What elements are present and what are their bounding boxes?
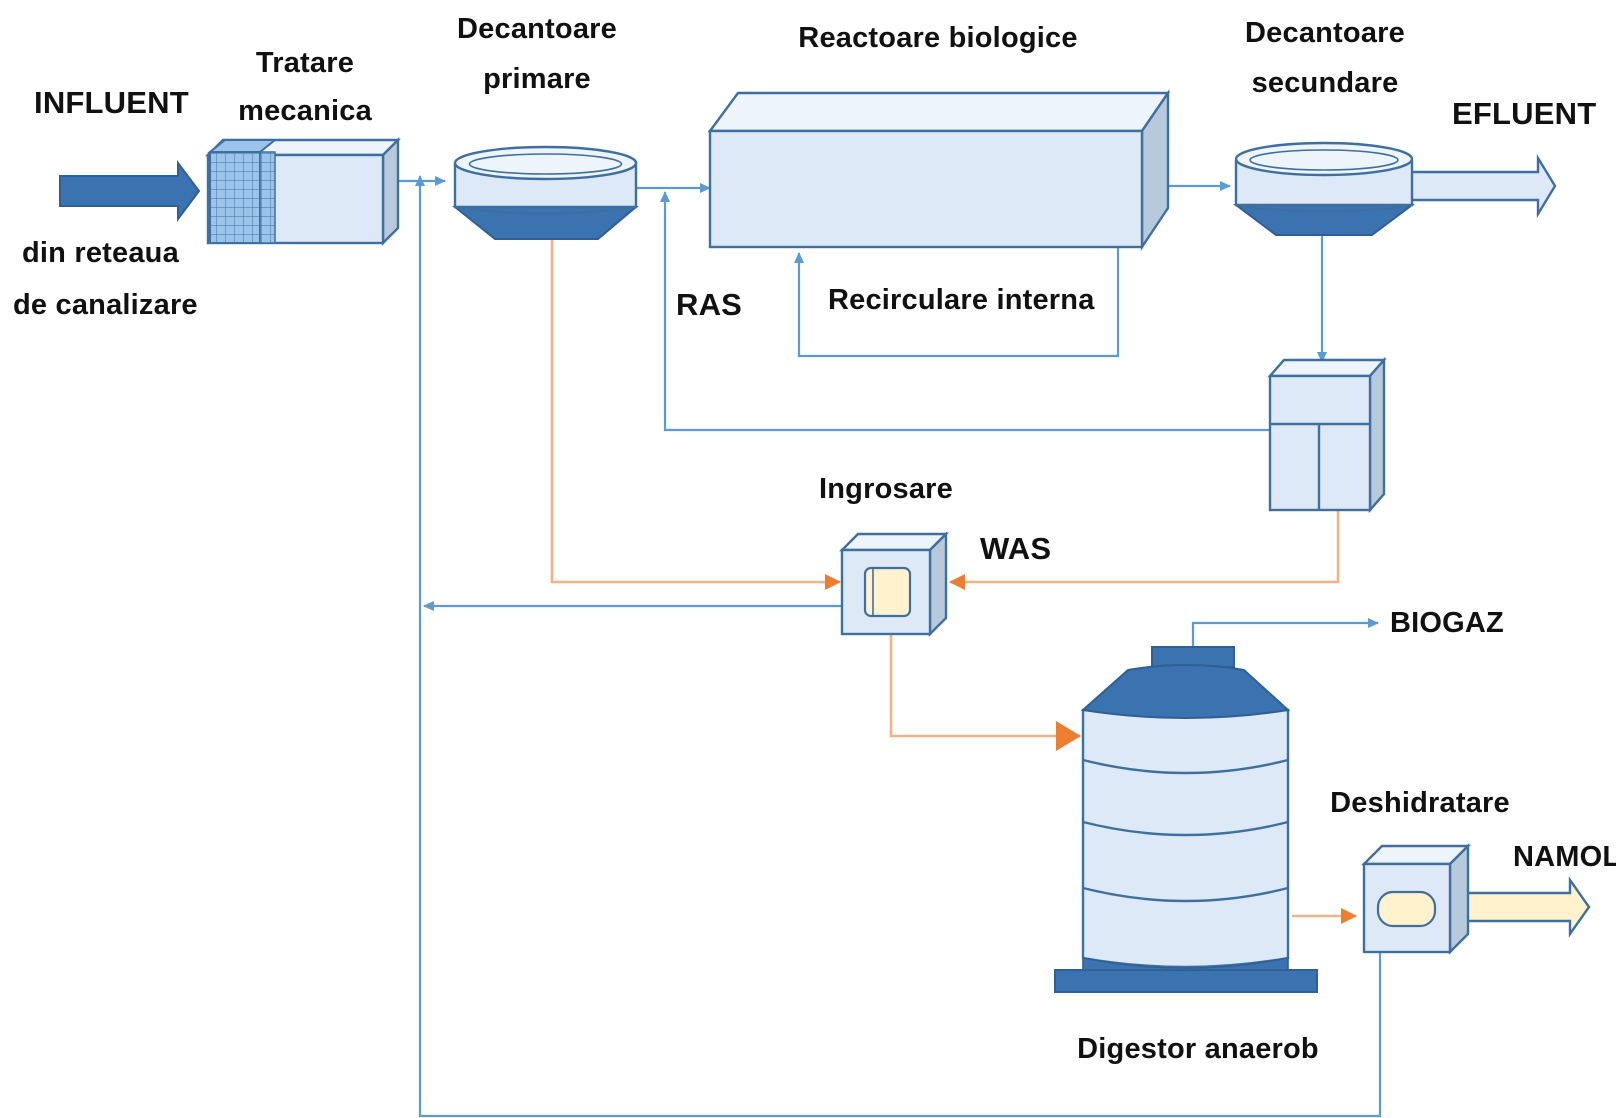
mechanical-treatment-unit [205, 137, 401, 246]
thickening-label: Ingrosare [819, 473, 953, 505]
sludge-flow-lines [550, 240, 1357, 924]
thickening-unit [839, 531, 949, 637]
primary-clarifiers-label-line1: Decantoare [457, 13, 617, 45]
primary-clarifiers-label-line2: primare [483, 63, 591, 95]
effluent-label: EFLUENT [1452, 96, 1596, 131]
sludge-output-arrow [1450, 876, 1591, 938]
ras-label: RAS [676, 287, 742, 322]
flow-thickening-to-digester [889, 634, 1081, 751]
primary-clarifier [452, 145, 639, 240]
influent-label: INFLUENT [34, 85, 189, 120]
internal-recirculation-label: Recirculare interna [828, 284, 1095, 316]
flow-was [949, 510, 1340, 590]
flow-ras-return [660, 191, 1270, 432]
flow-internal-recirculation [794, 247, 1120, 358]
water-flow-lines [398, 175, 1382, 1118]
flow-biogas [1191, 618, 1379, 650]
effluent-arrow [1398, 153, 1557, 219]
ras-was-splitter [1267, 356, 1387, 514]
influent-source-line1: din reteaua [22, 237, 180, 269]
influent-arrow [59, 160, 201, 222]
biogas-label: BIOGAZ [1390, 607, 1504, 639]
was-label: WAS [980, 531, 1051, 566]
secondary-clarifier [1233, 141, 1415, 236]
anaerobic-digester [1054, 646, 1318, 993]
influent-source-line2: de canalizare [13, 289, 198, 321]
dewatering-unit [1361, 843, 1471, 955]
dewatering-label: Deshidratare [1330, 787, 1510, 819]
bioreactors-label: Reactoare biologice [798, 22, 1077, 54]
mechanical-treatment-label-line2: mecanica [238, 95, 372, 127]
sludge-label: NAMOL [1513, 841, 1616, 873]
flow-dewatering-return [415, 175, 1382, 1118]
secondary-clarifiers-label-line1: Decantoare [1245, 17, 1405, 49]
secondary-clarifiers-label-line2: secundare [1252, 67, 1399, 99]
flow-primary-sludge [550, 240, 841, 590]
biological-reactor [707, 89, 1171, 251]
mechanical-treatment-label-line1: Tratare [256, 47, 354, 79]
digester-label: Digestor anaerob [1077, 1033, 1319, 1065]
